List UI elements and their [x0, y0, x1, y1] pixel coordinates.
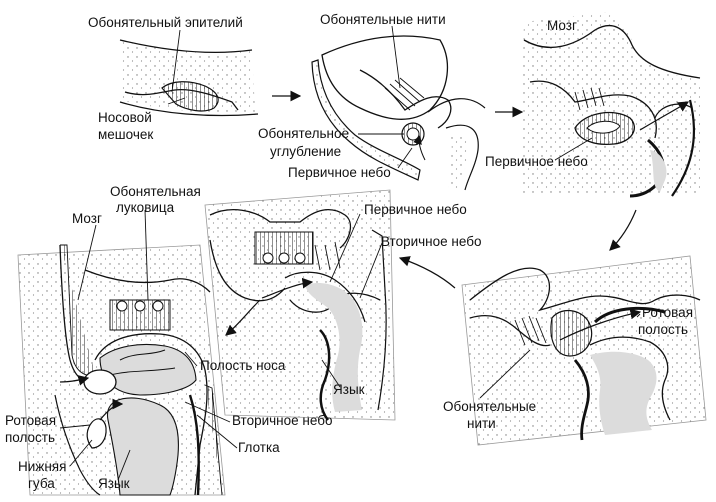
stage-1-drawing: [120, 40, 258, 116]
label-tongue-bottom: Язык: [98, 476, 130, 491]
stage-5-drawing: [205, 190, 395, 420]
label-olfactory-bulb-line1: Обонятельная: [110, 184, 201, 199]
label-brain-bottom: Мозг: [72, 211, 102, 226]
label-brain-top: Мозг: [547, 18, 577, 33]
arrow-stage3-to-stage4: [610, 210, 636, 250]
label-lower-lip-line2: губа: [28, 476, 55, 491]
label-lower-lip-line1: Нижняя: [18, 459, 66, 474]
label-olfactory-threads-bottom-line1: Обонятельные: [443, 399, 536, 414]
stage-4-drawing: [462, 256, 706, 445]
label-oral-cavity-left-line1: Ротовая: [5, 413, 56, 428]
label-nasal-sac-line1: Носовой: [98, 110, 152, 125]
label-primary-palate-1: Первичное небо: [288, 165, 391, 180]
label-oral-cavity-right-line2: полость: [638, 322, 688, 337]
label-nasal-cavity: Полость носа: [200, 358, 286, 373]
label-pharynx: Глотка: [238, 440, 280, 455]
label-secondary-palate-1: Вторичное небо: [381, 234, 481, 249]
label-secondary-palate-2: Вторичное небо: [232, 413, 332, 428]
label-nasal-sac-line2: мешочек: [98, 127, 153, 142]
label-oral-cavity-left-line2: полость: [5, 430, 55, 445]
label-olfactory-pit-line1: Обонятельное: [258, 126, 349, 141]
label-olfactory-epithelium: Обонятельный эпителий: [88, 15, 243, 30]
arrow-stage4-to-stage5: [400, 258, 455, 288]
stage-6-drawing: [18, 245, 225, 495]
label-tongue-middle: Язык: [333, 382, 365, 397]
label-olfactory-threads-bottom-line2: нити: [467, 416, 496, 431]
label-olfactory-pit-line2: углубление: [270, 144, 341, 159]
label-primary-palate-2: Первичное небо: [485, 154, 588, 169]
label-primary-palate-3: Первичное небо: [364, 202, 467, 217]
label-olfactory-threads-top: Обонятельные нити: [320, 12, 446, 27]
label-olfactory-bulb-line2: луковица: [116, 200, 175, 215]
label-oral-cavity-right-line1: Ротовая: [642, 305, 693, 320]
